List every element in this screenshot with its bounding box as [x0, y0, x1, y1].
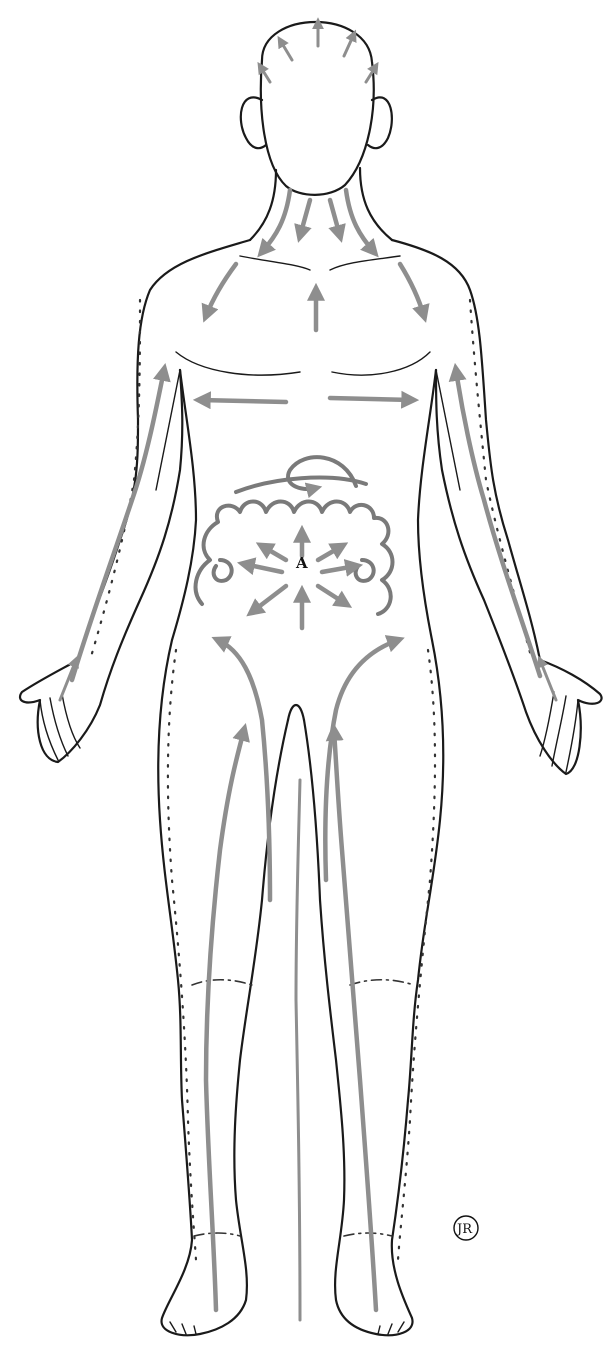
left-hand-fingers: [40, 694, 80, 760]
left-knee-line: [192, 980, 252, 985]
neck-arrow-center-left: [300, 200, 310, 236]
radial-arrow-nw: [262, 546, 286, 560]
right-leg-arrow: [334, 730, 376, 1310]
head-arrow-3: [344, 34, 354, 56]
crotch: [288, 705, 304, 720]
right-ankle-line: [344, 1233, 392, 1236]
left-leg-dotted: [168, 650, 196, 1260]
center-label-a: A: [295, 554, 308, 572]
right-hand-fingers: [540, 692, 578, 772]
left-arm-arrow: [72, 370, 164, 680]
signature-text: JR: [455, 1222, 473, 1237]
right-arm-arrow: [456, 370, 540, 676]
radial-arrow-e: [322, 566, 356, 572]
left-side-outline: [20, 240, 250, 762]
pectoral-left: [176, 352, 300, 375]
head-outline: [261, 22, 374, 195]
right-leg-dotted: [398, 650, 435, 1260]
left-ankle-line: [194, 1233, 240, 1236]
shoulder-arrow-left: [206, 264, 236, 316]
intestine-inner-loops: [214, 560, 374, 581]
radial-arrow-w: [244, 564, 282, 572]
right-toes: [378, 1322, 404, 1334]
right-inner-arm: [436, 370, 460, 490]
neck-arrow-center-right: [330, 200, 340, 236]
radial-arrow-se: [318, 586, 346, 604]
inner-leg-line: [296, 780, 300, 1320]
neck-arrow-right: [346, 190, 374, 252]
chest-arrow-left: [200, 400, 286, 402]
shoulder-arrow-right: [400, 264, 424, 316]
lymph-flow-arrows: [60, 22, 556, 1320]
right-knee-line: [350, 980, 414, 985]
left-groin-arrow: [218, 640, 270, 900]
clavicle-right: [330, 256, 400, 270]
clavicle-left: [240, 256, 310, 270]
stomach-curl: [288, 457, 356, 489]
radial-arrow-sw: [252, 586, 286, 612]
neck-left: [250, 170, 276, 240]
body-outline: [20, 22, 602, 1335]
signature-monogram: JR: [454, 1216, 478, 1240]
left-toes: [170, 1322, 196, 1334]
neck-right: [360, 168, 392, 240]
chest-arrow-right: [330, 398, 412, 400]
neck-arrow-left: [262, 190, 290, 252]
head-arrow-1: [280, 40, 292, 60]
right-side-outline: [392, 240, 602, 774]
intestine-coils: [196, 502, 393, 615]
radial-arrow-ne: [318, 546, 342, 560]
pectoral-right: [332, 352, 430, 375]
